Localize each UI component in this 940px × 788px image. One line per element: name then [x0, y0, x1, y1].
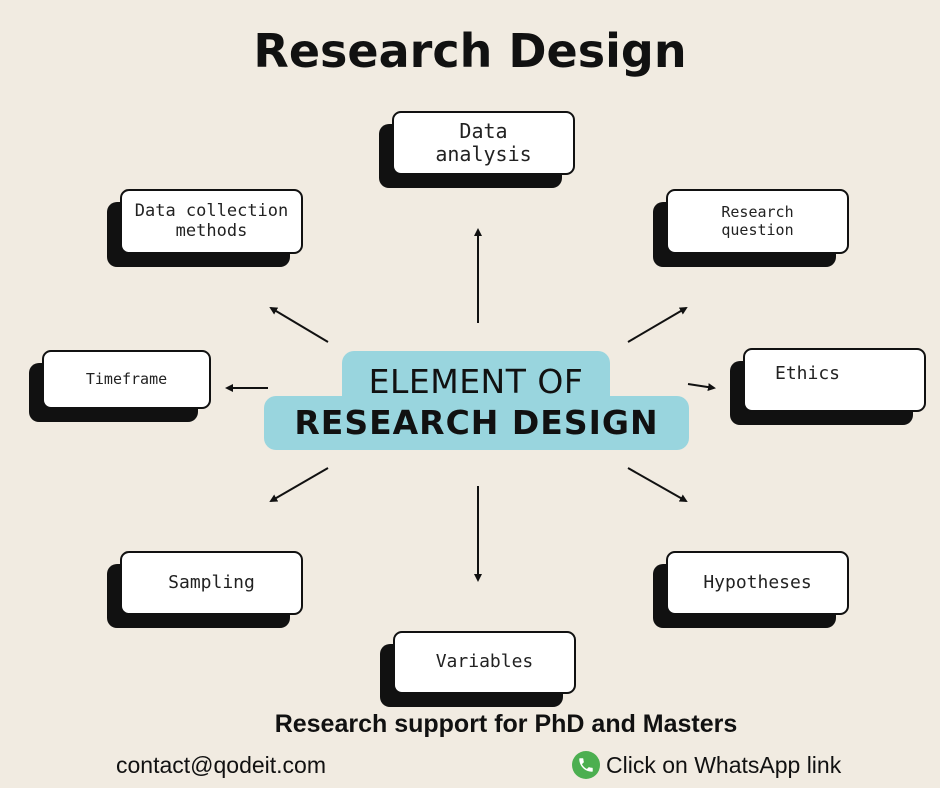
arrow-up-left	[269, 306, 329, 343]
footer-support: Research support for PhD and Masters	[274, 710, 738, 738]
node-sampling: Sampling	[107, 551, 303, 628]
arrow-right	[687, 383, 716, 392]
contact-email[interactable]: contact@qodeit.com	[116, 752, 327, 778]
arrow-down-right	[627, 467, 688, 502]
center-line2: RESEARCH DESIGN	[294, 403, 659, 442]
node-timeframe: Timeframe	[29, 350, 211, 422]
whatsapp-icon	[572, 751, 600, 779]
arrow-up-right	[627, 306, 688, 343]
whatsapp-link[interactable]: Click on WhatsApp link	[572, 751, 841, 779]
node-hypotheses: Hypotheses	[653, 551, 849, 628]
arrow-down-left	[269, 467, 329, 503]
node-data-collection: Data collection methods	[107, 189, 303, 267]
page-title: Research Design	[253, 24, 687, 78]
node-research-question: Research question	[653, 189, 849, 267]
node-data-analysis: Data analysis	[379, 111, 575, 188]
node-ethics: Ethics	[730, 348, 926, 425]
whatsapp-text: Click on WhatsApp link	[606, 751, 842, 778]
node-variables: Variables	[380, 631, 576, 707]
center-line1: ELEMENT OF	[368, 362, 584, 401]
